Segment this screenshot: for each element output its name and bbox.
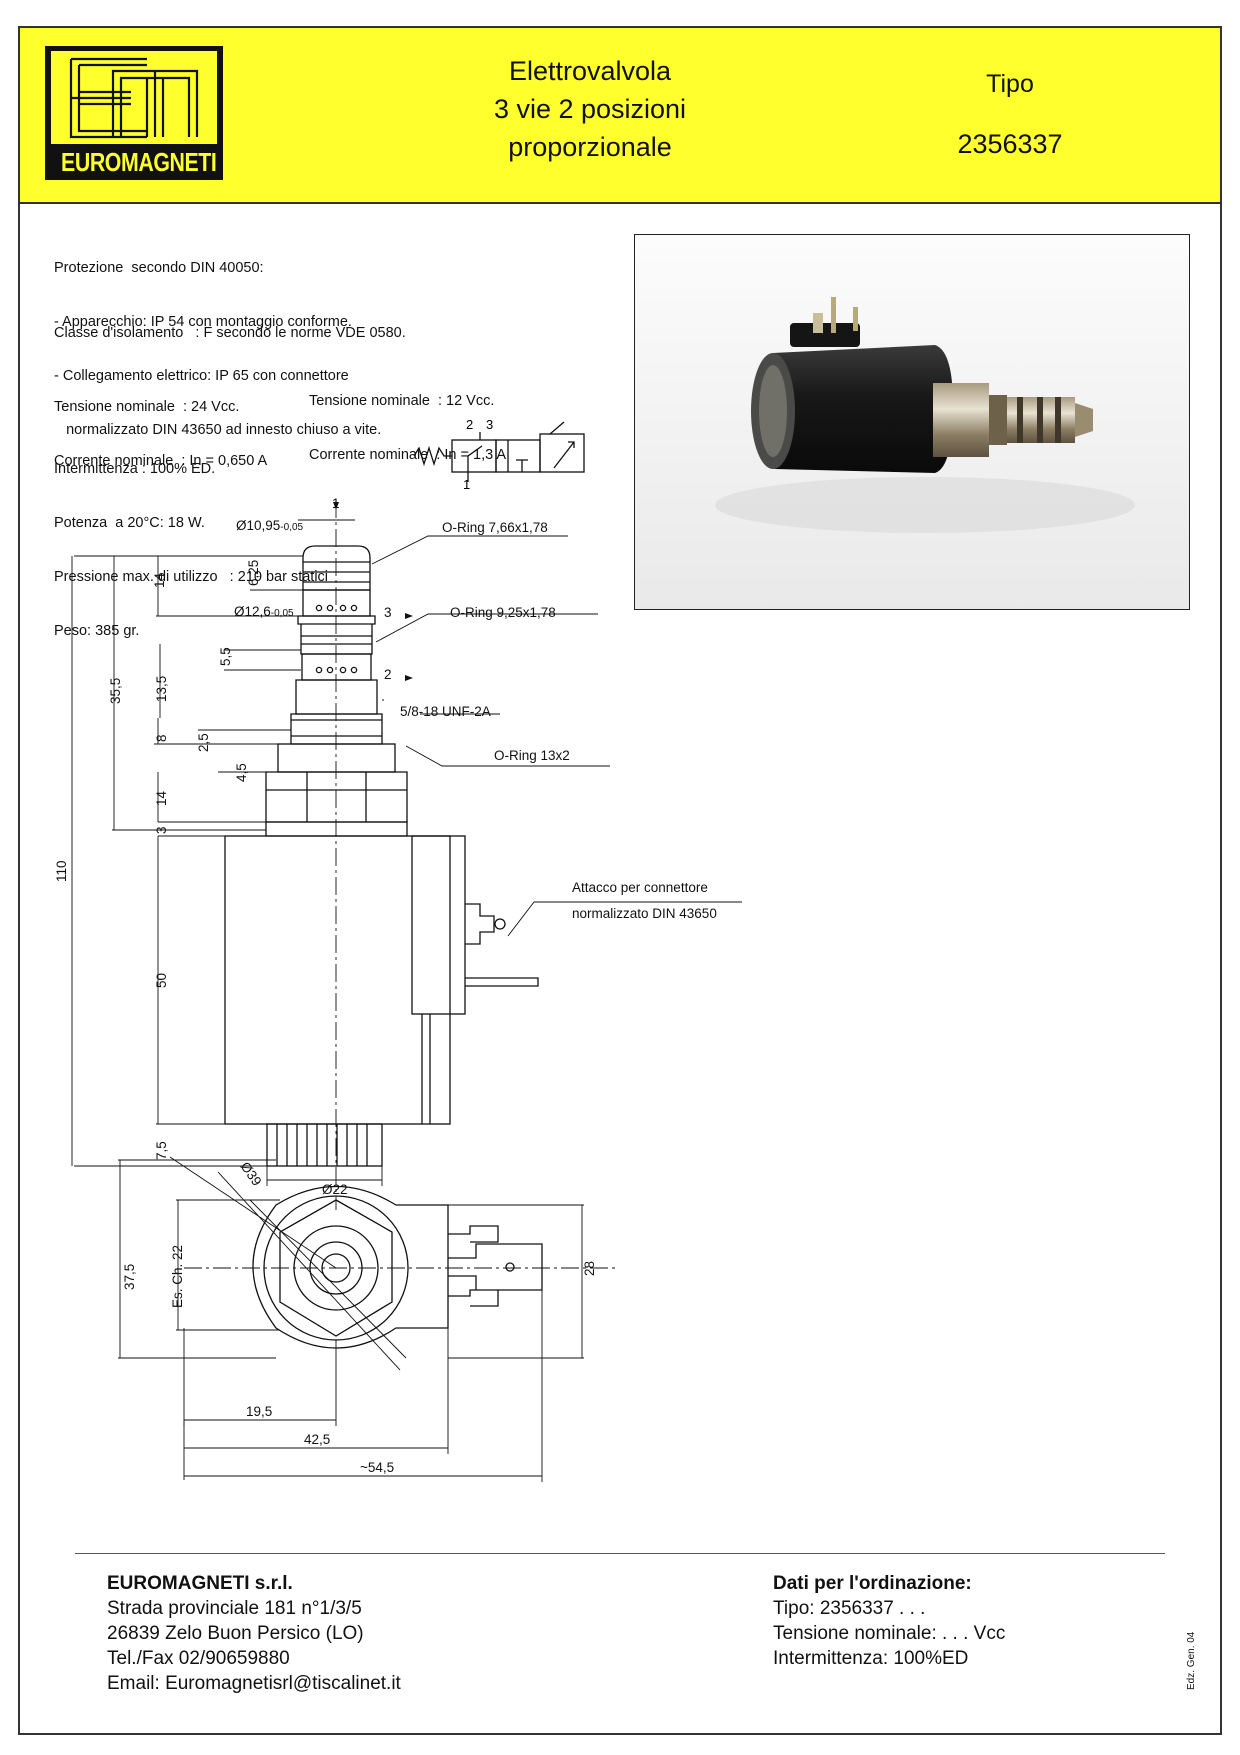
hydraulic-symbol: 2 3 1 [413, 417, 585, 492]
svg-text:7,5: 7,5 [154, 1141, 169, 1160]
svg-text:37,5: 37,5 [122, 1264, 137, 1290]
svg-text:1: 1 [463, 477, 470, 492]
svg-text:Ø39: Ø39 [238, 1159, 265, 1189]
product-title: Elettrovalvola 3 vie 2 posizioni proporz… [493, 56, 687, 162]
coil-body [224, 835, 451, 1125]
valve-photo-icon [635, 235, 1189, 609]
svg-text:O-Ring 7,66x1,78: O-Ring 7,66x1,78 [442, 520, 548, 535]
order-info: Dati per l'ordinazione: Tipo: 2356337 . … [773, 1573, 1006, 1669]
knurled-nut [266, 1123, 383, 1167]
technical-drawing: 1 Ø10,95-0,05 O-Ring 7,66x1,78 6,25 14 Ø… [54, 496, 742, 1482]
svg-text:19,5: 19,5 [246, 1404, 272, 1419]
tipo-label: Tipo [986, 70, 1034, 98]
hex-top-view [279, 1199, 393, 1337]
tipo-code: 2356337 [957, 129, 1063, 159]
header-banner: EUROMAGNETI Elettrovalvola 3 vie 2 posiz… [20, 28, 1220, 204]
svg-text:O-Ring 9,25x1,78: O-Ring 9,25x1,78 [450, 605, 556, 620]
thread-section [290, 713, 383, 745]
svg-text:35,5: 35,5 [108, 678, 123, 704]
em-logo-icon [69, 57, 199, 139]
svg-text:14: 14 [154, 790, 169, 806]
svg-text:Ø22: Ø22 [322, 1182, 348, 1197]
svg-text:3: 3 [486, 417, 493, 432]
insulation-class: Classe d'isolamento : F secondo le norme… [54, 325, 406, 341]
svg-text:4,5: 4,5 [234, 763, 249, 782]
svg-text:O-Ring 13x2: O-Ring 13x2 [494, 748, 570, 763]
voltage-12: Tensione nominale : 12 Vcc. Corrente nom… [309, 393, 507, 463]
svg-text:8: 8 [154, 734, 169, 742]
dim-dia-126: Ø12,6-0,05 [234, 604, 294, 619]
hex-nut [265, 771, 408, 823]
page-frame [18, 26, 1222, 1735]
product-photo [634, 234, 1190, 610]
spring-icon [413, 445, 452, 467]
protection-specs: Protezione secondo DIN 40050: - Apparecc… [54, 260, 382, 438]
edition-note: Edz. Gen. 04 [1186, 1631, 1197, 1690]
coil-top-view [252, 1185, 449, 1349]
svg-text:28: 28 [582, 1261, 597, 1276]
svg-text:13,5: 13,5 [154, 676, 169, 702]
connector-block [411, 835, 466, 1015]
svg-text:5,5: 5,5 [218, 647, 233, 666]
valve-tip [302, 545, 371, 591]
flow-arrow-icon [467, 445, 483, 472]
svg-text:3: 3 [384, 605, 392, 620]
svg-text:~54,5: ~54,5 [360, 1460, 394, 1475]
svg-text:2,5: 2,5 [196, 733, 211, 752]
dim-dia-1095: Ø10,95-0,05 [236, 518, 304, 533]
euromagneti-logo: EUROMAGNETI [45, 46, 223, 180]
svg-text:6,25: 6,25 [246, 560, 261, 586]
svg-text:42,5: 42,5 [304, 1432, 330, 1447]
other-specs: Intermittenza : 100% ED. Potenza a 20°C:… [54, 461, 329, 639]
svg-text:110: 110 [54, 860, 69, 882]
svg-text:50: 50 [154, 973, 169, 988]
svg-text:normalizzato DIN 43650: normalizzato DIN 43650 [572, 906, 717, 921]
svg-text:5/8-18 UNF-2A: 5/8-18 UNF-2A [400, 704, 491, 719]
svg-text:Attacco per connettore: Attacco per connettore [572, 880, 708, 895]
svg-text:14: 14 [152, 572, 167, 588]
svg-text:2: 2 [384, 667, 392, 682]
voltage-24: Tensione nominale : 24 Vcc. Corrente nom… [54, 399, 268, 469]
logo-wordmark: EUROMAGNETI [61, 147, 217, 177]
svg-text:Es. Ch. 22: Es. Ch. 22 [170, 1245, 185, 1308]
svg-text:2: 2 [466, 417, 473, 432]
svg-text:3: 3 [154, 826, 169, 834]
svg-text:1: 1 [332, 496, 340, 511]
company-address: EUROMAGNETI s.r.l. Strada provinciale 18… [107, 1573, 401, 1694]
footer-divider [75, 1553, 1165, 1554]
